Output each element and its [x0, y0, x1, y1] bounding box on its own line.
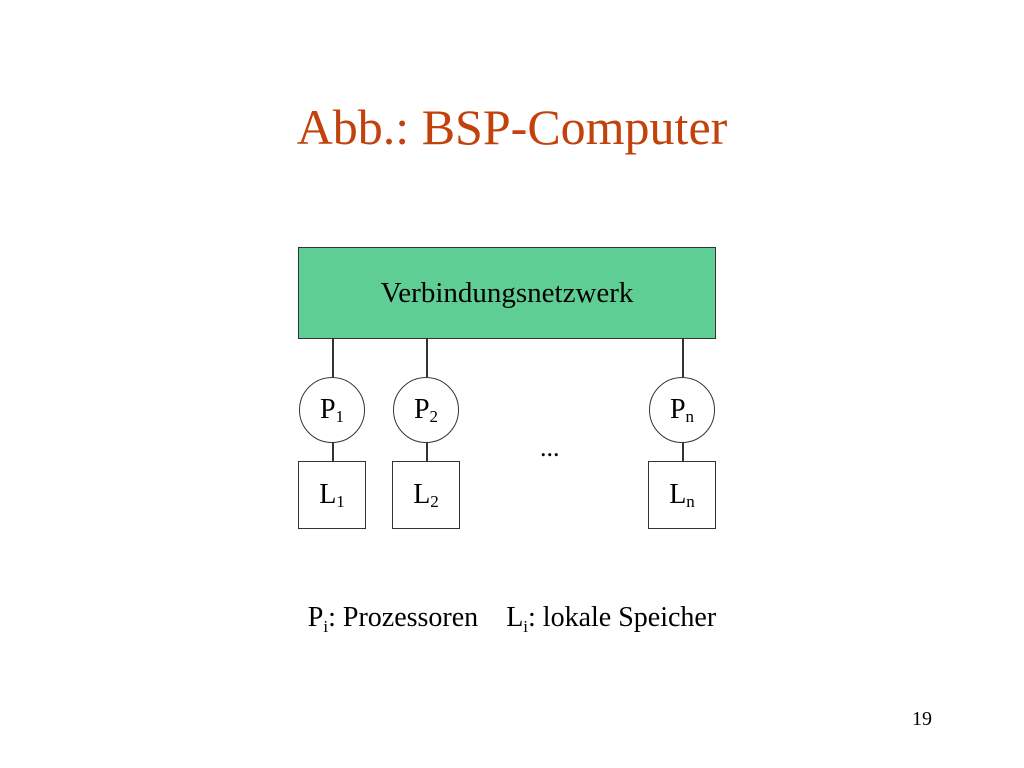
memory-n-sub: n: [686, 492, 695, 511]
processor-1-sub: 1: [335, 407, 345, 426]
memory-n-base: L: [669, 479, 687, 510]
network-wire-1: [332, 339, 334, 377]
memory-2-sub: 2: [430, 492, 439, 511]
processor-2-sub: 2: [429, 407, 439, 426]
memory-1-base: L: [319, 479, 337, 510]
legend-mem-base: L: [506, 602, 524, 633]
legend-mem-text: : lokale Speicher: [528, 602, 717, 633]
network-wire-n: [682, 339, 684, 377]
memory-2-base: L: [413, 479, 431, 510]
page-number: 19: [912, 708, 932, 730]
processor-1-base: P: [319, 394, 336, 425]
network-wire-2: [426, 339, 428, 377]
memory-1-sub: 1: [336, 492, 345, 511]
legend-mem-sub: i: [523, 617, 529, 636]
memory-wire-n: [682, 443, 684, 461]
processor-n-sub: n: [685, 407, 695, 426]
legend-proc-sub: i: [323, 617, 329, 636]
network-label: Verbindungsnetzwerk: [380, 276, 634, 309]
slide-title: Abb.: BSP-Computer: [296, 99, 728, 155]
memory-wire-1: [332, 443, 334, 461]
interconnection-network-box: Verbindungsnetzwerk: [298, 247, 716, 339]
memory-wire-2: [426, 443, 428, 461]
legend-proc-text: : Prozessoren: [328, 602, 479, 633]
legend-proc-base: P: [307, 602, 324, 633]
ellipsis: ...: [540, 433, 560, 462]
legend: Pi: Prozessoren Li: lokale Speicher: [0, 602, 1024, 636]
processor-n-base: P: [669, 394, 686, 425]
processor-2-base: P: [413, 394, 430, 425]
